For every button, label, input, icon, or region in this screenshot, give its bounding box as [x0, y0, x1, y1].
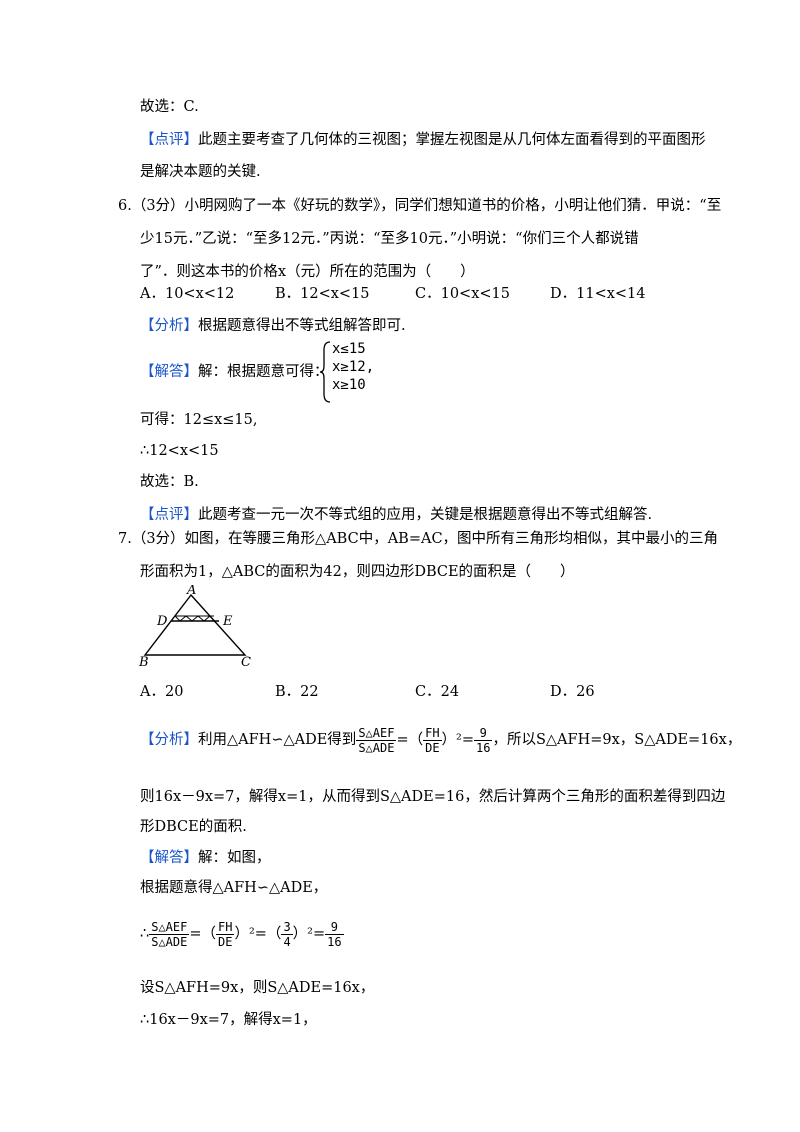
frac-denominator: S△ADE	[358, 740, 395, 755]
frac-numerator: 9	[474, 726, 493, 741]
frac-numerator: FH	[423, 725, 442, 741]
label-c: C	[241, 655, 251, 670]
q7-stem-l1: 7.（3分）如图，在等腰三角形△ABC中，AB=AC，图中所有三角形均相似，其中…	[118, 531, 719, 547]
q6-stem-l1: 6.（3分）小明网购了一本《好玩的数学》，同学们想知道书的价格，小明让他们猜．甲…	[118, 198, 722, 214]
therefore-symbol: ∴	[140, 926, 150, 942]
eq-open: =（	[396, 732, 424, 748]
frac-numerator: S△AEF	[149, 919, 190, 935]
analysis-text-b: ，所以S△AFH=9x，S△ADE=16x，	[492, 732, 742, 748]
eq-close: ）²=	[292, 926, 326, 942]
q6-answer: 【解答】解：根据题意可得：	[140, 362, 329, 382]
q6-comment: 【点评】此题考查一元一次不等式组的应用，关键是根据题意得出不等式组解答.	[140, 505, 652, 525]
q6-option-d: D．11<x<14	[550, 286, 646, 302]
q6-option-b: B．12<x<15	[275, 286, 370, 302]
frac-denominator: 16	[327, 934, 342, 949]
q6-option-a: A．10<x<12	[140, 286, 235, 302]
frac-numerator: 3	[281, 919, 293, 935]
analysis-text: 根据题意得出不等式组解答即可.	[198, 318, 406, 334]
ineq-1: x≤15	[332, 341, 366, 357]
comment-text: 此题主要考查了几何体的三视图；掌握左视图是从几何体左面看得到的平面图形	[198, 132, 706, 148]
answer-tag: 【解答】	[140, 850, 198, 866]
q5-comment: 【点评】此题主要考查了几何体的三视图；掌握左视图是从几何体左面看得到的平面图形	[140, 130, 706, 150]
eq-mid: ）²=（	[234, 926, 282, 942]
q5-conclusion: 故选：C.	[140, 99, 199, 115]
eq-close: ）²=	[441, 732, 475, 748]
q5-comment-l2: 是解决本题的关键.	[140, 164, 261, 180]
small-triangles	[174, 615, 215, 622]
q7-answer: 【解答】解：如图，	[140, 848, 271, 868]
frac-numerator: FH	[216, 919, 235, 935]
frac-numerator: S△AEF	[356, 725, 397, 741]
q7-option-c: C．24	[415, 684, 460, 700]
frac-denominator: S△ADE	[151, 934, 188, 949]
answer-tag: 【解答】	[140, 364, 198, 380]
triangle-figure: A D E B C	[138, 585, 251, 670]
frac-denominator: 16	[476, 740, 491, 755]
q6-step-2: ∴12<x<15	[140, 443, 219, 459]
q6-analysis: 【分析】根据题意得出不等式组解答即可.	[140, 316, 406, 336]
label-b: B	[138, 655, 149, 670]
triangle-abc	[143, 593, 247, 656]
q6-conclusion: 故选：B.	[140, 474, 199, 490]
label-e: E	[222, 614, 233, 629]
frac-numerator: 9	[325, 920, 344, 935]
analysis-text-a: 利用△AFH∽△ADE得到	[198, 732, 357, 748]
q6-stem-l2: 少15元．”乙说：“至多12元．”丙说：“至多10元．”小明说：“你们三个人都说…	[140, 231, 639, 247]
inequality-system: x≤15 x≥12, x≥10	[332, 340, 374, 394]
label-a: A	[186, 585, 196, 598]
ineq-2: x≥12,	[332, 359, 375, 375]
frac-denominator: 4	[283, 934, 291, 949]
q7-answer-l1: 根据题意得△AFH∽△ADE，	[140, 880, 328, 896]
q7-option-a: A．20	[140, 684, 184, 700]
frac-denominator: DE	[425, 740, 440, 755]
analysis-tag: 【分析】	[140, 318, 198, 334]
q6-step-1: 可得：12≤x≤15,	[140, 412, 258, 428]
system-brace	[319, 341, 331, 403]
comment-text: 此题考查一元一次不等式组的应用，关键是根据题意得出不等式组解答.	[198, 507, 653, 523]
q6-option-c: C．10<x<15	[415, 286, 510, 302]
q7-analysis-l3: 形DBCE的面积.	[140, 819, 247, 835]
q7-answer-l3: 设S△AFH=9x，则S△ADE=16x，	[140, 980, 375, 996]
q7-analysis-l2: 则16x－9x=7，解得x=1，从而得到S△ADE=16，然后计算两个三角形的面…	[140, 789, 726, 805]
comment-tag: 【点评】	[140, 507, 198, 523]
comment-tag: 【点评】	[140, 132, 198, 148]
label-d: D	[156, 614, 168, 629]
ineq-3: x≥10	[332, 377, 366, 393]
q7-answer-l4: ∴16x－9x=7，解得x=1，	[140, 1012, 317, 1028]
frac-denominator: DE	[218, 934, 233, 949]
q7-option-b: B．22	[275, 684, 319, 700]
q6-stem-l3: 了”．则这本书的价格x（元）所在的范围为（ ）	[140, 264, 475, 280]
eq-open: =（	[189, 926, 217, 942]
q7-stem-l2: 形面积为1，△ABC的面积为42，则四边形DBCE的面积是（ ）	[140, 564, 575, 580]
analysis-tag: 【分析】	[140, 732, 198, 748]
answer-intro: 解：根据题意可得：	[198, 364, 329, 380]
q7-option-d: D．26	[550, 684, 595, 700]
answer-intro: 解：如图，	[198, 850, 271, 866]
